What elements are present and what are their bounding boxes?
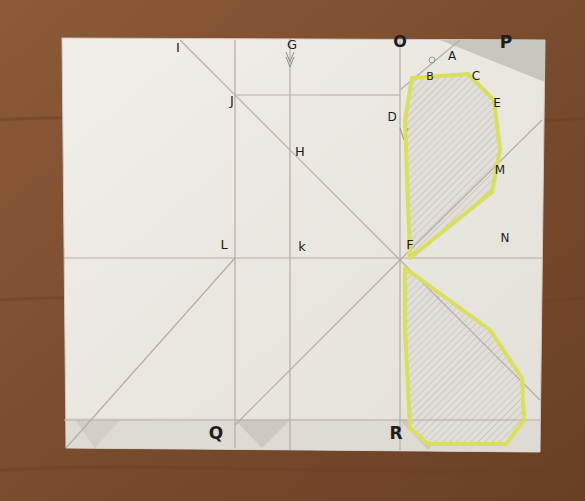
point-label: D [387,111,396,123]
fold-arrow [286,52,408,140]
point-label: M [495,164,505,176]
paper-square [62,38,545,452]
highlight-outline [405,74,524,444]
fold-triangle [235,420,290,448]
point-label: E [493,97,501,109]
point-label: Q [209,425,223,442]
hatched-region [405,74,500,258]
hatched-region [405,268,524,444]
point-label: P [500,34,512,51]
point-label: L [220,238,227,251]
point-label: G [287,38,297,51]
crease-lines [64,39,542,450]
point-label: F [406,238,413,251]
point-label: J [230,94,234,107]
point-label: C [472,70,480,82]
point-label: O [393,34,407,50]
point-label: I [176,41,180,54]
point-label: A [448,50,456,62]
point-label: H [295,145,305,158]
point-label: k [298,240,306,253]
mark-dot [429,57,435,63]
point-label: B [426,71,434,82]
point-label: R [389,425,402,442]
fold-triangle [75,420,120,448]
point-label: N [501,232,510,244]
